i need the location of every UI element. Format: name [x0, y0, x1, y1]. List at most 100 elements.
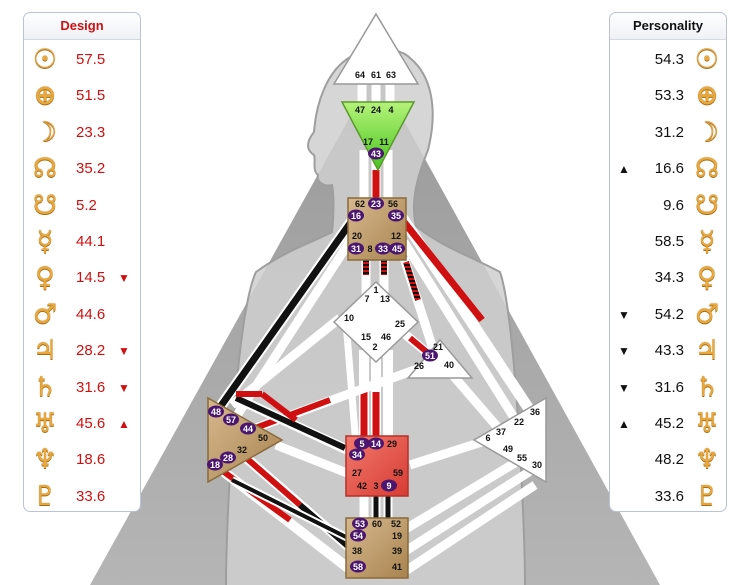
- planet-value: 18.6: [76, 451, 106, 469]
- gate-number: 47: [355, 105, 365, 115]
- gate-52: 52: [391, 519, 401, 529]
- planet-value: 5.2: [76, 196, 97, 214]
- gate-33: 33: [375, 242, 391, 255]
- gate-number: 16: [351, 211, 361, 221]
- uranus-icon: ♅: [32, 408, 58, 439]
- gate-11: 11: [379, 137, 389, 147]
- ajna-center: [340, 101, 416, 172]
- gate-number: 31: [351, 244, 361, 254]
- planet-row: ♄ 31.6 ▼: [24, 370, 142, 406]
- planet-row: ☋9.6: [610, 188, 728, 224]
- planet-value: 31.6: [76, 378, 106, 396]
- gate-40: 40: [444, 360, 454, 370]
- planet-row: ♇33.6: [24, 479, 142, 515]
- gate-number: 12: [391, 231, 401, 241]
- down-arrow-icon: ▼: [118, 380, 130, 395]
- planet-row: ☊ 35.2: [24, 151, 142, 187]
- gate-number: 40: [444, 360, 454, 370]
- planet-row: ☉54.3: [610, 42, 728, 78]
- gate-badge: [381, 479, 397, 492]
- gate-number: 54: [353, 531, 363, 541]
- gate-badge: [352, 517, 368, 530]
- saturn-icon: ♄: [32, 371, 58, 403]
- venus-icon: ♀: [697, 262, 717, 294]
- gate-3: 3: [373, 481, 378, 491]
- gate-50: 50: [258, 433, 268, 443]
- planet-row: ♂44.6: [24, 297, 142, 333]
- gate-number: 23: [371, 199, 381, 209]
- gate-badge: [348, 209, 364, 222]
- gate-number: 8: [367, 244, 372, 254]
- design-panel: Design ☉57.5⊕51.5☽23.3☊35.2☋5.2☿44.1♀14.…: [23, 12, 141, 512]
- gate-badge: [240, 422, 256, 435]
- gate-badge: [349, 448, 365, 461]
- gate-number: 62: [355, 199, 365, 209]
- gate-number: 33: [378, 244, 388, 254]
- planet-value: 9.6: [663, 196, 684, 214]
- gate-number: 6: [485, 433, 490, 443]
- planet-value: 54.3: [654, 51, 684, 68]
- gate-8: 8: [367, 244, 372, 254]
- earth-icon: ⊕: [33, 80, 57, 112]
- gate-number: 56: [388, 199, 398, 209]
- planet-value: 44.6: [76, 305, 106, 323]
- planet-value: 58.5: [654, 233, 684, 250]
- up-arrow-icon: ▲: [618, 162, 630, 177]
- north-node-icon: ☊: [33, 153, 57, 185]
- planet-value: 53.3: [654, 87, 684, 105]
- gate-number: 30: [532, 460, 542, 470]
- gate-number: 49: [503, 444, 513, 454]
- gate-number: 34: [352, 450, 362, 460]
- gate-61: 61: [371, 70, 381, 80]
- gate-10: 10: [344, 313, 354, 323]
- gate-32: 32: [237, 445, 247, 455]
- gate-badge: [220, 451, 236, 464]
- gate-35: 35: [388, 209, 404, 222]
- gate-27: 27: [352, 468, 362, 478]
- personality-panel: Personality ☉54.3⊕53.3☽31.2☊16.6▲☋9.6☿58…: [609, 12, 727, 512]
- gate-number: 58: [353, 562, 363, 572]
- gate-6: 6: [485, 433, 490, 443]
- gate-26: 26: [414, 361, 424, 371]
- gate-number: 52: [391, 519, 401, 529]
- gate-number: 42: [357, 481, 367, 491]
- gate-number: 1: [373, 285, 378, 295]
- gate-36: 36: [530, 407, 540, 417]
- gate-badge: [350, 560, 366, 573]
- planet-row: ☽31.2: [610, 115, 728, 151]
- earth-icon: ⊕: [695, 80, 719, 112]
- gate-number: 44: [243, 424, 253, 434]
- gate-number: 26: [414, 361, 424, 371]
- planet-value: 44.1: [76, 233, 106, 250]
- gate-13: 13: [380, 294, 390, 304]
- gate-20: 20: [352, 231, 362, 241]
- planet-value: 34.3: [654, 269, 684, 287]
- gate-number: 29: [387, 439, 397, 449]
- gate-62: 62: [355, 199, 365, 209]
- gate-9: 9: [381, 479, 397, 492]
- gate-58: 58: [350, 560, 366, 573]
- saturn-icon: ♄: [694, 371, 720, 403]
- gate-number: 36: [530, 407, 540, 417]
- gate-number: 10: [344, 313, 354, 323]
- gate-48: 48: [208, 405, 224, 418]
- planet-row: ♃43.3▼: [610, 333, 728, 369]
- planet-row: ♃28.2▼: [24, 333, 142, 369]
- gate-14: 14: [368, 437, 384, 450]
- gate-badge: [350, 529, 366, 542]
- planet-value: 33.6: [76, 487, 106, 505]
- gate-number: 27: [352, 468, 362, 478]
- gate-19: 19: [392, 531, 402, 541]
- neptune-icon: ♆: [32, 444, 58, 476]
- gate-number: 28: [223, 453, 233, 463]
- moon-icon: ☽: [694, 116, 720, 148]
- planet-value: 35.2: [76, 160, 106, 178]
- gate-38: 38: [352, 546, 362, 556]
- planet-value: 23.3: [76, 123, 106, 141]
- gate-badge: [422, 349, 438, 362]
- gate-24: 24: [371, 105, 381, 115]
- gate-number: 48: [211, 407, 221, 417]
- planet-value: 51.5: [76, 87, 106, 105]
- planet-value: 54.2: [654, 305, 684, 323]
- planet-row: ☿58.5: [610, 224, 728, 260]
